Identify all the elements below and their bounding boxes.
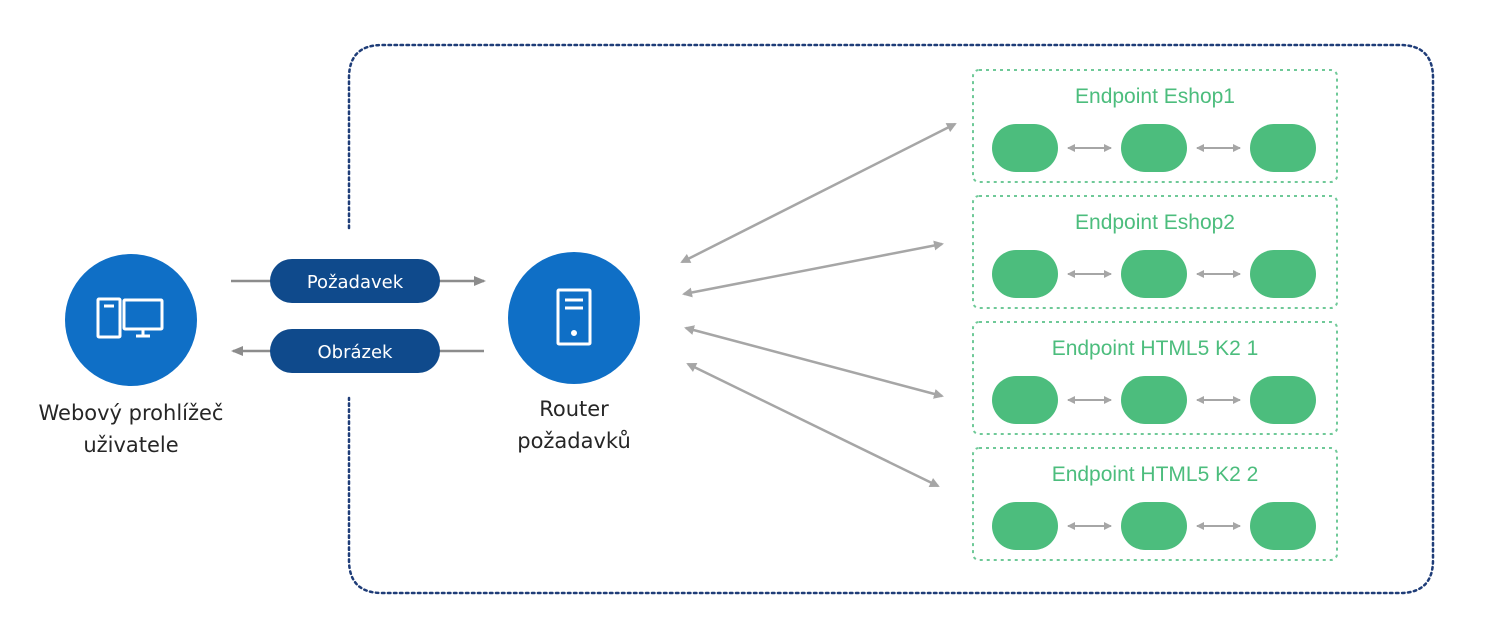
endpoint-instance	[1250, 376, 1316, 424]
connector-eshop1	[680, 122, 957, 264]
endpoint-box	[972, 195, 1338, 309]
router-node: Router požadavků	[508, 252, 640, 453]
client-label-line1: Webový prohlížeč	[39, 401, 224, 425]
endpoint-group: Endpoint HTML5 K2 1	[972, 321, 1338, 435]
connector-html5-k2-1	[684, 325, 944, 399]
endpoint-instance	[1121, 124, 1187, 172]
endpoint-instance	[1250, 250, 1316, 298]
endpoint-instance	[1250, 502, 1316, 550]
endpoint-instance	[992, 502, 1058, 550]
endpoint-instance	[1121, 250, 1187, 298]
endpoint-instance	[992, 250, 1058, 298]
request-flow: Požadavek	[231, 259, 486, 303]
request-pill	[270, 259, 440, 303]
endpoint-title: Endpoint HTML5 K2 2	[1052, 463, 1259, 486]
response-pill	[270, 329, 440, 373]
endpoint-box	[972, 321, 1338, 435]
endpoint-instance	[992, 376, 1058, 424]
endpoint-title: Endpoint HTML5 K2 1	[1052, 337, 1259, 360]
endpoint-box	[972, 69, 1338, 183]
server-tower-icon	[556, 288, 592, 346]
router-circle	[508, 252, 640, 384]
response-pill-label: Obrázek	[318, 342, 394, 363]
router-label-line2: požadavků	[517, 429, 631, 453]
endpoint-group: Endpoint HTML5 K2 2	[972, 447, 1338, 561]
cloud-container-border	[347, 43, 1435, 595]
router-endpoint-connectors	[680, 122, 957, 488]
client-label-line2: uživatele	[83, 433, 178, 457]
request-pill-label: Požadavek	[307, 272, 404, 293]
endpoint-title: Endpoint Eshop2	[1075, 211, 1235, 234]
endpoint-box	[972, 447, 1338, 561]
client-node: Webový prohlížeč uživatele	[39, 254, 224, 457]
monitor-computer-icon	[96, 297, 164, 339]
endpoint-group: Endpoint Eshop2	[972, 195, 1338, 309]
connector-html5-k2-2	[686, 362, 940, 488]
endpoint-instance	[1121, 376, 1187, 424]
client-circle	[65, 254, 197, 386]
response-flow: Obrázek	[231, 329, 484, 373]
endpoint-instance	[1121, 502, 1187, 550]
connector-eshop2	[682, 240, 944, 298]
endpoint-instance	[992, 124, 1058, 172]
endpoint-title: Endpoint Eshop1	[1075, 85, 1235, 108]
router-label-line1: Router	[539, 397, 609, 421]
endpoint-instance	[1250, 124, 1316, 172]
endpoint-group: Endpoint Eshop1	[972, 69, 1338, 183]
